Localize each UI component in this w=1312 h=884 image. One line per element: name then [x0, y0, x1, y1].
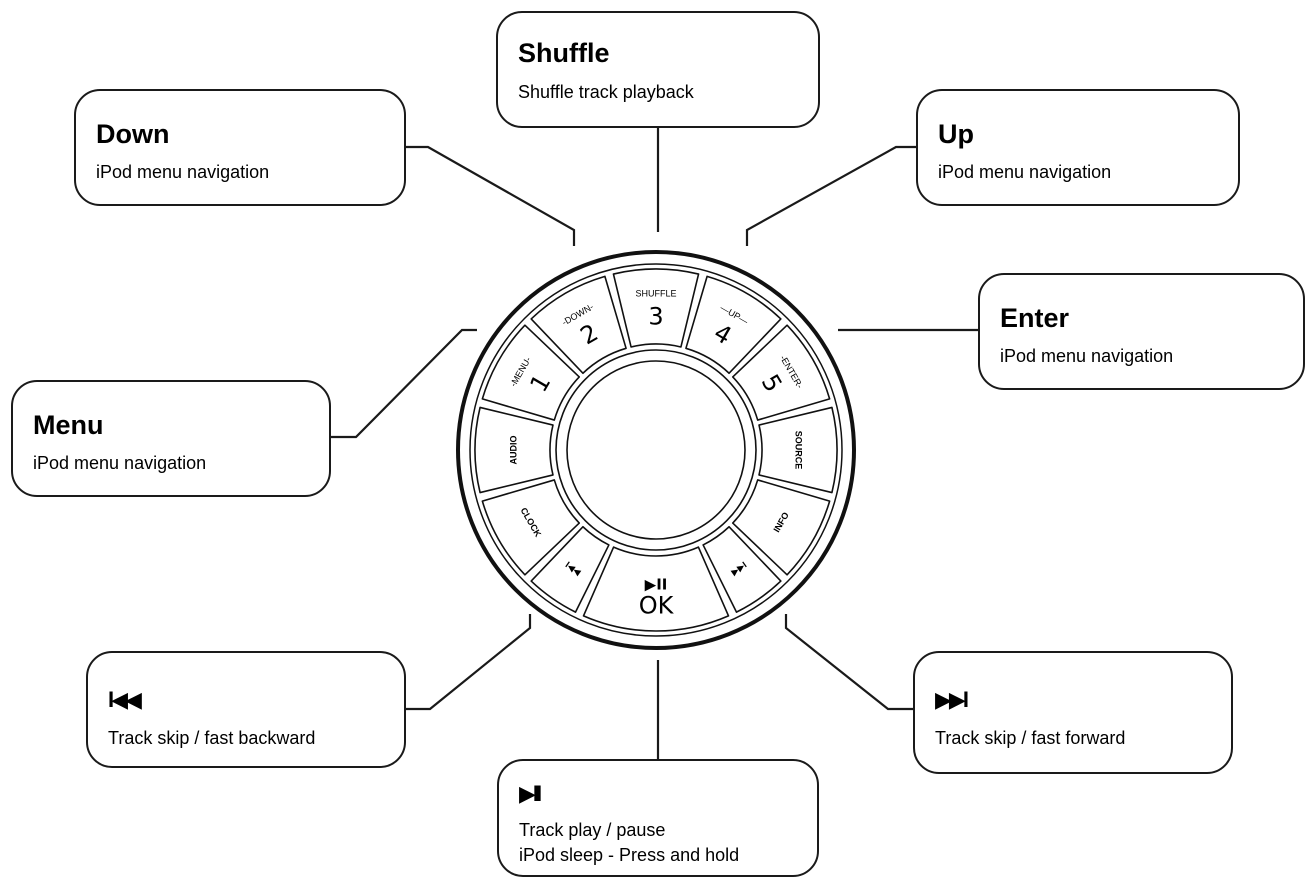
connector-prev [405, 614, 532, 711]
dial-button-audio[interactable] [474, 406, 554, 494]
button-caption: SOURCE [794, 431, 804, 470]
connector-menu [330, 328, 477, 439]
dial-button-shuffle[interactable] [612, 268, 700, 348]
callout-title: Menu [33, 410, 104, 440]
callout-desc: Track play / pause [519, 820, 666, 840]
callout-desc: iPod sleep - Press and hold [519, 845, 740, 866]
callout-up: Up iPod menu navigation [916, 89, 1240, 206]
dial-button-ok[interactable] [582, 546, 730, 632]
button-caption: SHUFFLE [635, 289, 676, 299]
button-caption: AUDIO [509, 436, 519, 465]
dial-button-enter[interactable] [731, 324, 831, 421]
dial-button-prev[interactable] [530, 525, 610, 613]
callout-desc: Track skip / fast forward [935, 728, 1126, 748]
callout-desc: Shuffle track playback [518, 82, 694, 102]
callout-desc: iPod menu navigation [938, 162, 1112, 182]
callout-desc: iPod menu navigation [1000, 346, 1174, 366]
connector-up [745, 145, 918, 246]
play-pause-icon: ▶II [645, 576, 668, 594]
ok-label: OK [639, 592, 675, 620]
callout-desc: iPod menu navigation [96, 162, 270, 182]
connector-down [405, 145, 576, 246]
callout-enter: Enter iPod menu navigation [978, 273, 1305, 390]
callout-prev: I◀◀ Track skip / fast backward [86, 651, 406, 768]
dial-button-source[interactable] [758, 406, 838, 494]
dial-button-info[interactable] [731, 479, 831, 576]
callout-play: ▶II Track play / pause iPod sleep - Pres… [497, 759, 819, 877]
connector-next [784, 614, 914, 711]
callout-next: ▶▶I Track skip / fast forward [913, 651, 1233, 774]
callout-title: Down [96, 119, 170, 149]
dial-button-down[interactable] [530, 275, 627, 375]
callout-down: Down iPod menu navigation [74, 89, 406, 206]
dial-button-up[interactable] [685, 275, 782, 375]
dial-label-source: SOURCE [794, 431, 804, 470]
play-pause-icon: ▶II [519, 781, 542, 806]
dial-center[interactable] [566, 360, 746, 540]
button-number: 3 [648, 303, 663, 331]
callout-shuffle: Shuffle Shuffle track playback [496, 11, 820, 128]
skip-forward-icon: ▶▶I [935, 687, 969, 712]
dial-button-clock[interactable] [481, 479, 581, 576]
dial-label-shuffle: SHUFFLE 3 [635, 289, 676, 331]
callout-title: Shuffle [518, 38, 610, 68]
callout-menu: Menu iPod menu navigation [11, 380, 331, 497]
dial-label-audio: AUDIO [509, 436, 519, 465]
callout-desc: Track skip / fast backward [108, 728, 316, 748]
callout-title: Enter [1000, 303, 1070, 333]
dial-button-next[interactable] [702, 525, 782, 613]
callout-desc: iPod menu navigation [33, 453, 207, 473]
dial-button-menu[interactable] [481, 324, 581, 421]
callout-title: Up [938, 119, 974, 149]
control-dial: SHUFFLE3—UP—4-ENTER-5SOURCEINFO▶▶I▶IIOKI… [456, 250, 856, 650]
skip-back-icon: I◀◀ [108, 687, 142, 712]
